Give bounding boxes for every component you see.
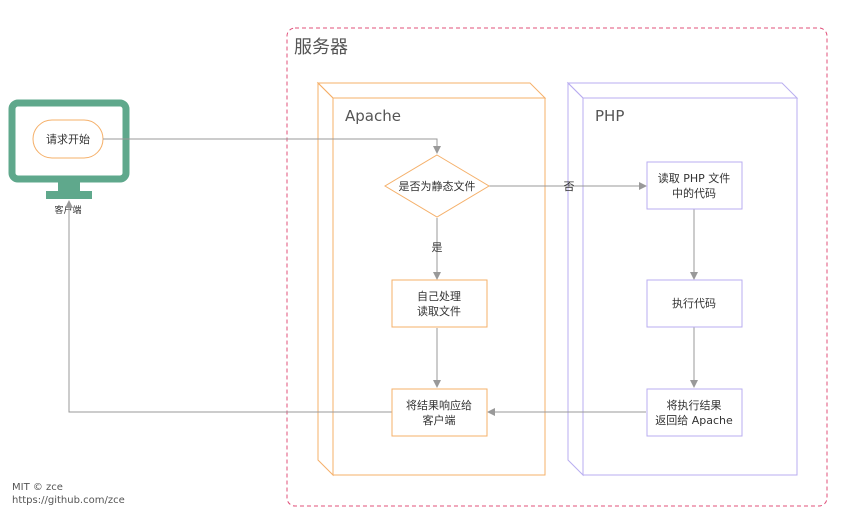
- arrow-request-to-decision: [103, 138, 441, 154]
- php-container: PHP: [566, 81, 799, 477]
- decision-node: 是否为静态文件: [384, 154, 490, 218]
- monitor-base: [46, 191, 92, 199]
- return-result-line-1: 将执行结果: [667, 398, 722, 412]
- client-label: 客户端: [54, 204, 81, 216]
- execute-label: 执行代码: [672, 296, 716, 310]
- connectors: [65, 138, 698, 416]
- read-php-line-2: 中的代码: [672, 186, 716, 200]
- yes-label: 是: [432, 241, 443, 254]
- read-php-node: 读取 PHP 文件 中的代码: [646, 161, 743, 210]
- return-result-line-2: 返回给 Apache: [655, 414, 733, 427]
- php-box-front: [582, 97, 798, 476]
- client-monitor: 请求开始 客户端: [8, 99, 130, 216]
- respond-box: [391, 388, 488, 437]
- apache-box-top: [316, 82, 547, 99]
- return-result-node: 将执行结果 返回给 Apache: [646, 388, 743, 437]
- respond-node: 将结果响应给 客户端: [391, 388, 488, 437]
- php-title: PHP: [595, 107, 624, 125]
- no-label: 否: [564, 180, 575, 193]
- php-box-top: [566, 82, 799, 99]
- php-box-side: [567, 81, 584, 477]
- apache-title: Apache: [345, 107, 401, 125]
- apache-box-front: [332, 97, 546, 476]
- credits-link: https://github.com/zce: [12, 495, 125, 506]
- self-process-box: [391, 279, 488, 328]
- read-php-box: [646, 161, 743, 210]
- arrow-respond-to-client: [65, 200, 392, 413]
- credits: MIT © zce https://github.com/zce: [12, 482, 125, 506]
- self-process-line-1: 自己处理: [417, 290, 461, 303]
- credits-license: MIT © zce: [12, 482, 63, 493]
- monitor-neck: [58, 180, 80, 192]
- decision-label: 是否为静态文件: [399, 179, 476, 193]
- apache-box-side: [317, 81, 334, 477]
- decision-diamond: [384, 154, 490, 218]
- server-container: 服务器: [286, 27, 828, 507]
- server-title: 服务器: [294, 37, 348, 58]
- execute-box: [646, 279, 743, 328]
- respond-line-1: 将结果响应给: [406, 398, 472, 412]
- return-result-box: [646, 388, 743, 437]
- execute-node: 执行代码: [646, 279, 743, 328]
- read-php-line-1: 读取 PHP 文件: [658, 171, 731, 185]
- apache-container: Apache: [316, 81, 547, 477]
- self-process-line-2: 读取文件: [417, 304, 461, 318]
- server-border: [286, 27, 828, 507]
- self-process-node: 自己处理 读取文件: [391, 279, 488, 328]
- request-start-label: 请求开始: [46, 132, 90, 146]
- respond-line-2: 客户端: [423, 413, 456, 427]
